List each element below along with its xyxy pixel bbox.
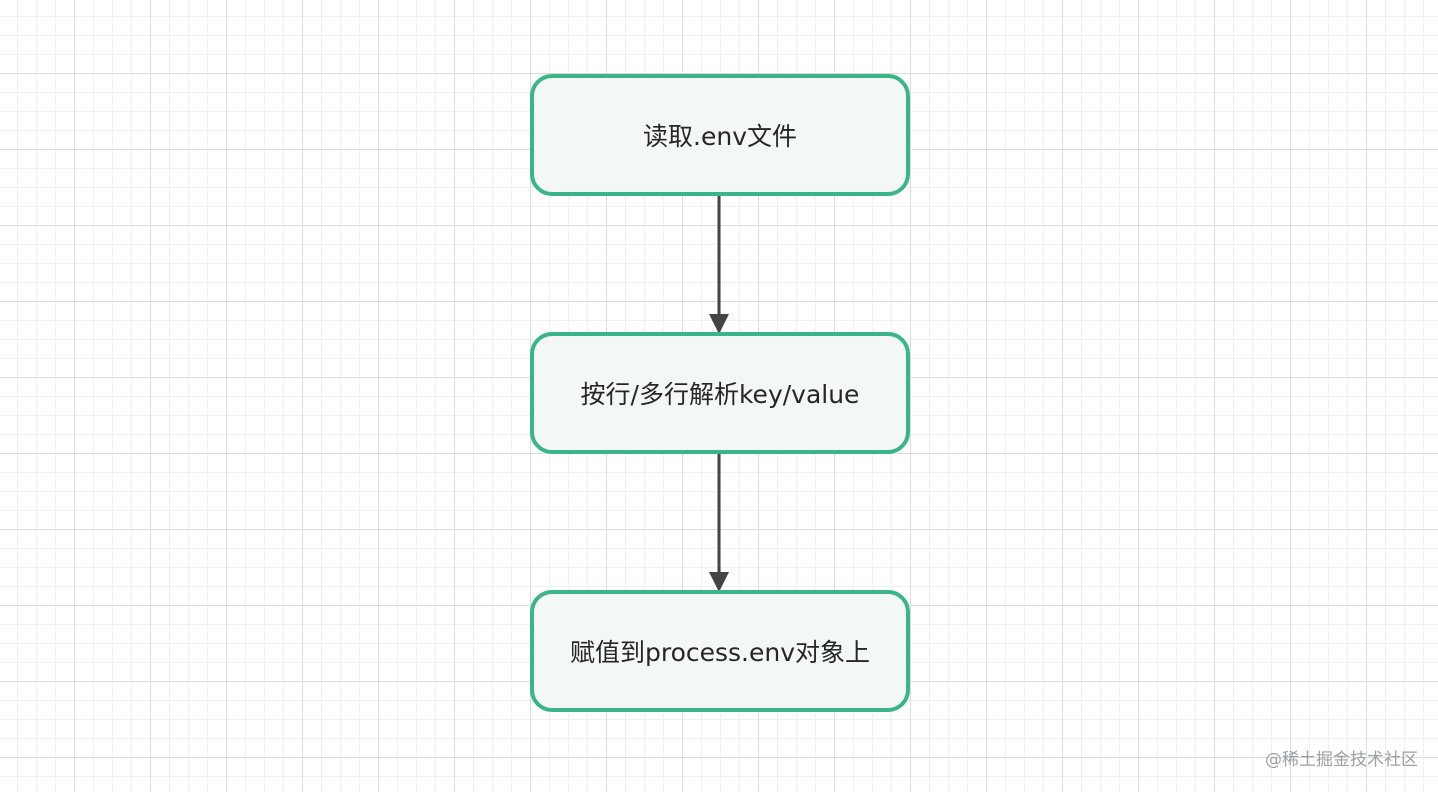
edge-parse-to-assign bbox=[709, 454, 729, 592]
edge-read-to-parse bbox=[709, 196, 729, 334]
node-read-env[interactable]: 读取.env文件 bbox=[530, 74, 910, 196]
node-parse-kv[interactable]: 按行/多行解析key/value bbox=[530, 332, 910, 454]
arrowhead-icon bbox=[709, 572, 729, 592]
watermark: @稀土掘金技术社区 bbox=[1265, 750, 1418, 770]
node-assign-env[interactable]: 赋值到process.env对象上 bbox=[530, 590, 910, 712]
node-label: 按行/多行解析key/value bbox=[580, 380, 860, 409]
node-label: 赋值到process.env对象上 bbox=[569, 638, 871, 667]
node-label: 读取.env文件 bbox=[643, 122, 797, 151]
arrowhead-icon bbox=[709, 314, 729, 334]
